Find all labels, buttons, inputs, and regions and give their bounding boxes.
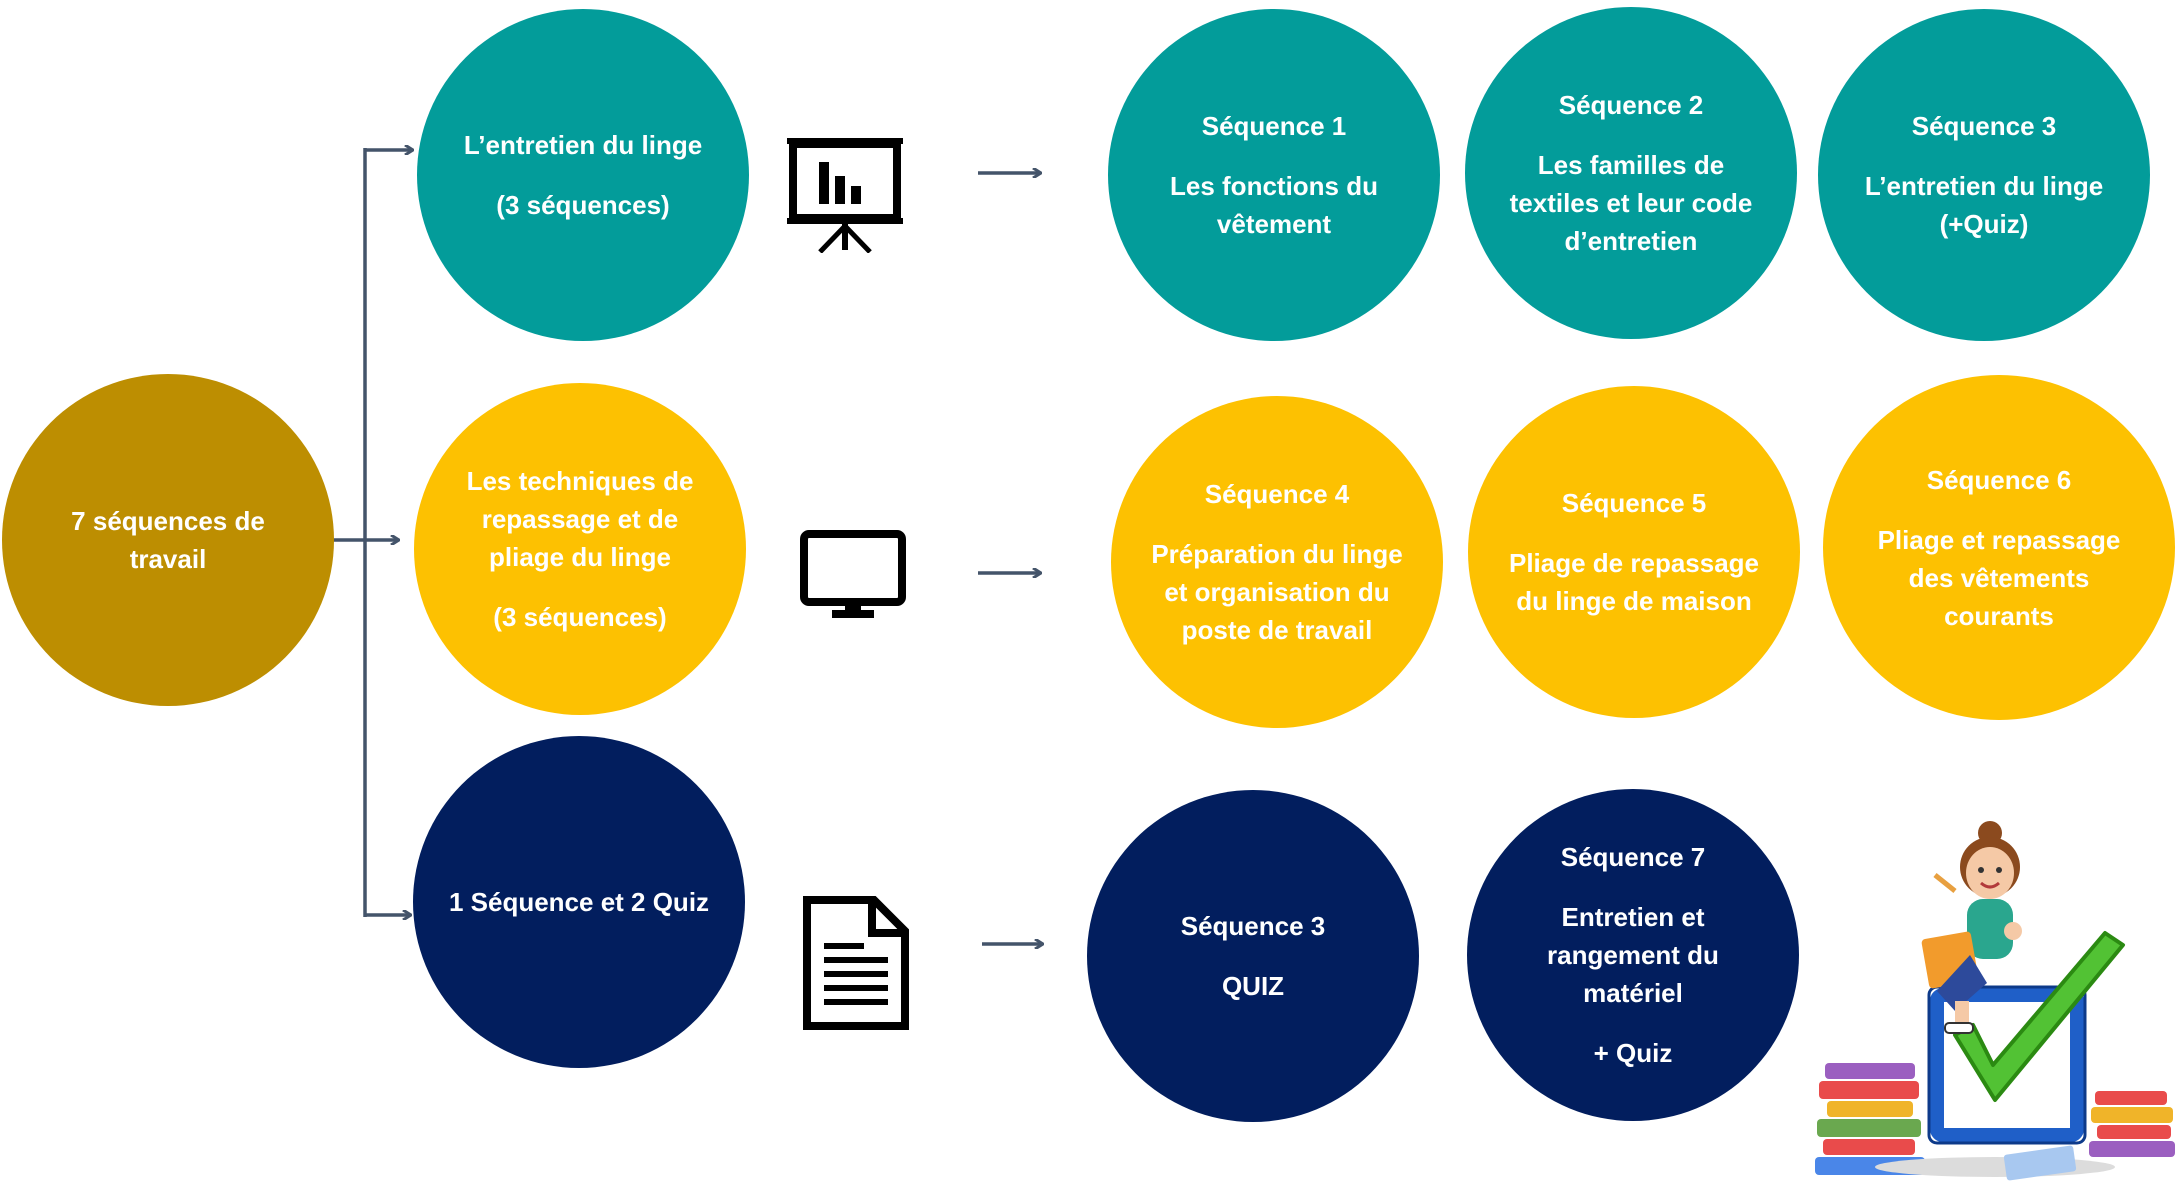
root-node: 7 séquences de travail <box>2 374 334 706</box>
sequence-title: Séquence 4 <box>1204 479 1350 509</box>
student-books-checkmark-illustration <box>1815 821 2175 1181</box>
sequence-4: Séquence 4 Préparation du linge et organ… <box>1111 396 1443 728</box>
hub-subtitle: (3 séquences) <box>493 602 667 632</box>
sequence-5: Séquence 5 Pliage de repassage du linge … <box>1468 386 1800 718</box>
sequence-2: Séquence 2 Les familles de textiles et l… <box>1465 7 1797 339</box>
monitor-icon <box>800 530 906 618</box>
hub-repassage: Les techniques de repassage et de pliage… <box>414 383 746 715</box>
sequence-title: Séquence 6 <box>1926 464 2072 495</box>
sequence-body: QUIZ <box>1221 971 1285 1001</box>
sequence-body: Pliage de repassage du linge de maison <box>1508 548 1760 616</box>
presentation-board-icon <box>787 138 903 253</box>
right-book-stack <box>2089 1091 2175 1157</box>
root-label: 7 séquences de travail <box>71 506 265 574</box>
student-figure <box>1921 821 2022 1034</box>
sequence-1: Séquence 1 Les fonctions du vêtement <box>1108 9 1440 341</box>
hub-title: 1 Séquence et 2 Quiz <box>448 887 710 917</box>
sequence-title: Séquence 3 <box>1180 911 1326 941</box>
sequence-extra: + Quiz <box>1593 1038 1673 1068</box>
sequence-title: Séquence 7 <box>1560 842 1706 872</box>
left-book-stack <box>1815 1063 1925 1175</box>
sequence-body: Les fonctions du vêtement <box>1170 171 1378 239</box>
sequence-3-quiz: Séquence 3 QUIZ <box>1087 790 1419 1122</box>
hub-subtitle: (3 séquences) <box>496 190 670 220</box>
sequence-title: Séquence 5 <box>1561 488 1707 518</box>
hub-title: L’entretien du linge <box>463 130 703 160</box>
sequence-body: Entretien et rangement du matériel <box>1547 902 1719 1008</box>
sequence-3: Séquence 3 L’entretien du linge (+Quiz) <box>1818 9 2150 341</box>
hub-title: Les techniques de repassage et de pliage… <box>466 466 694 572</box>
sequence-7: Séquence 7 Entretien et rangement du mat… <box>1467 789 1799 1121</box>
sequence-body: Les familles de textiles et leur code d’… <box>1509 150 1753 256</box>
sequence-body: Pliage et repassage des vêtements couran… <box>1877 524 2121 631</box>
sequence-body: Préparation du linge et organisation du … <box>1151 539 1403 645</box>
sequence-title: Séquence 2 <box>1558 90 1704 120</box>
hub-entretien: L’entretien du linge (3 séquences) <box>417 9 749 341</box>
sequence-6: Séquence 6 Pliage et repassage des vêtem… <box>1823 375 2175 720</box>
hub-quiz: 1 Séquence et 2 Quiz <box>413 736 745 1068</box>
sequence-title: Séquence 3 <box>1911 111 2057 141</box>
sequence-body: L’entretien du linge (+Quiz) <box>1864 171 2104 239</box>
sequence-title: Séquence 1 <box>1201 111 1347 141</box>
document-icon <box>803 896 909 1030</box>
